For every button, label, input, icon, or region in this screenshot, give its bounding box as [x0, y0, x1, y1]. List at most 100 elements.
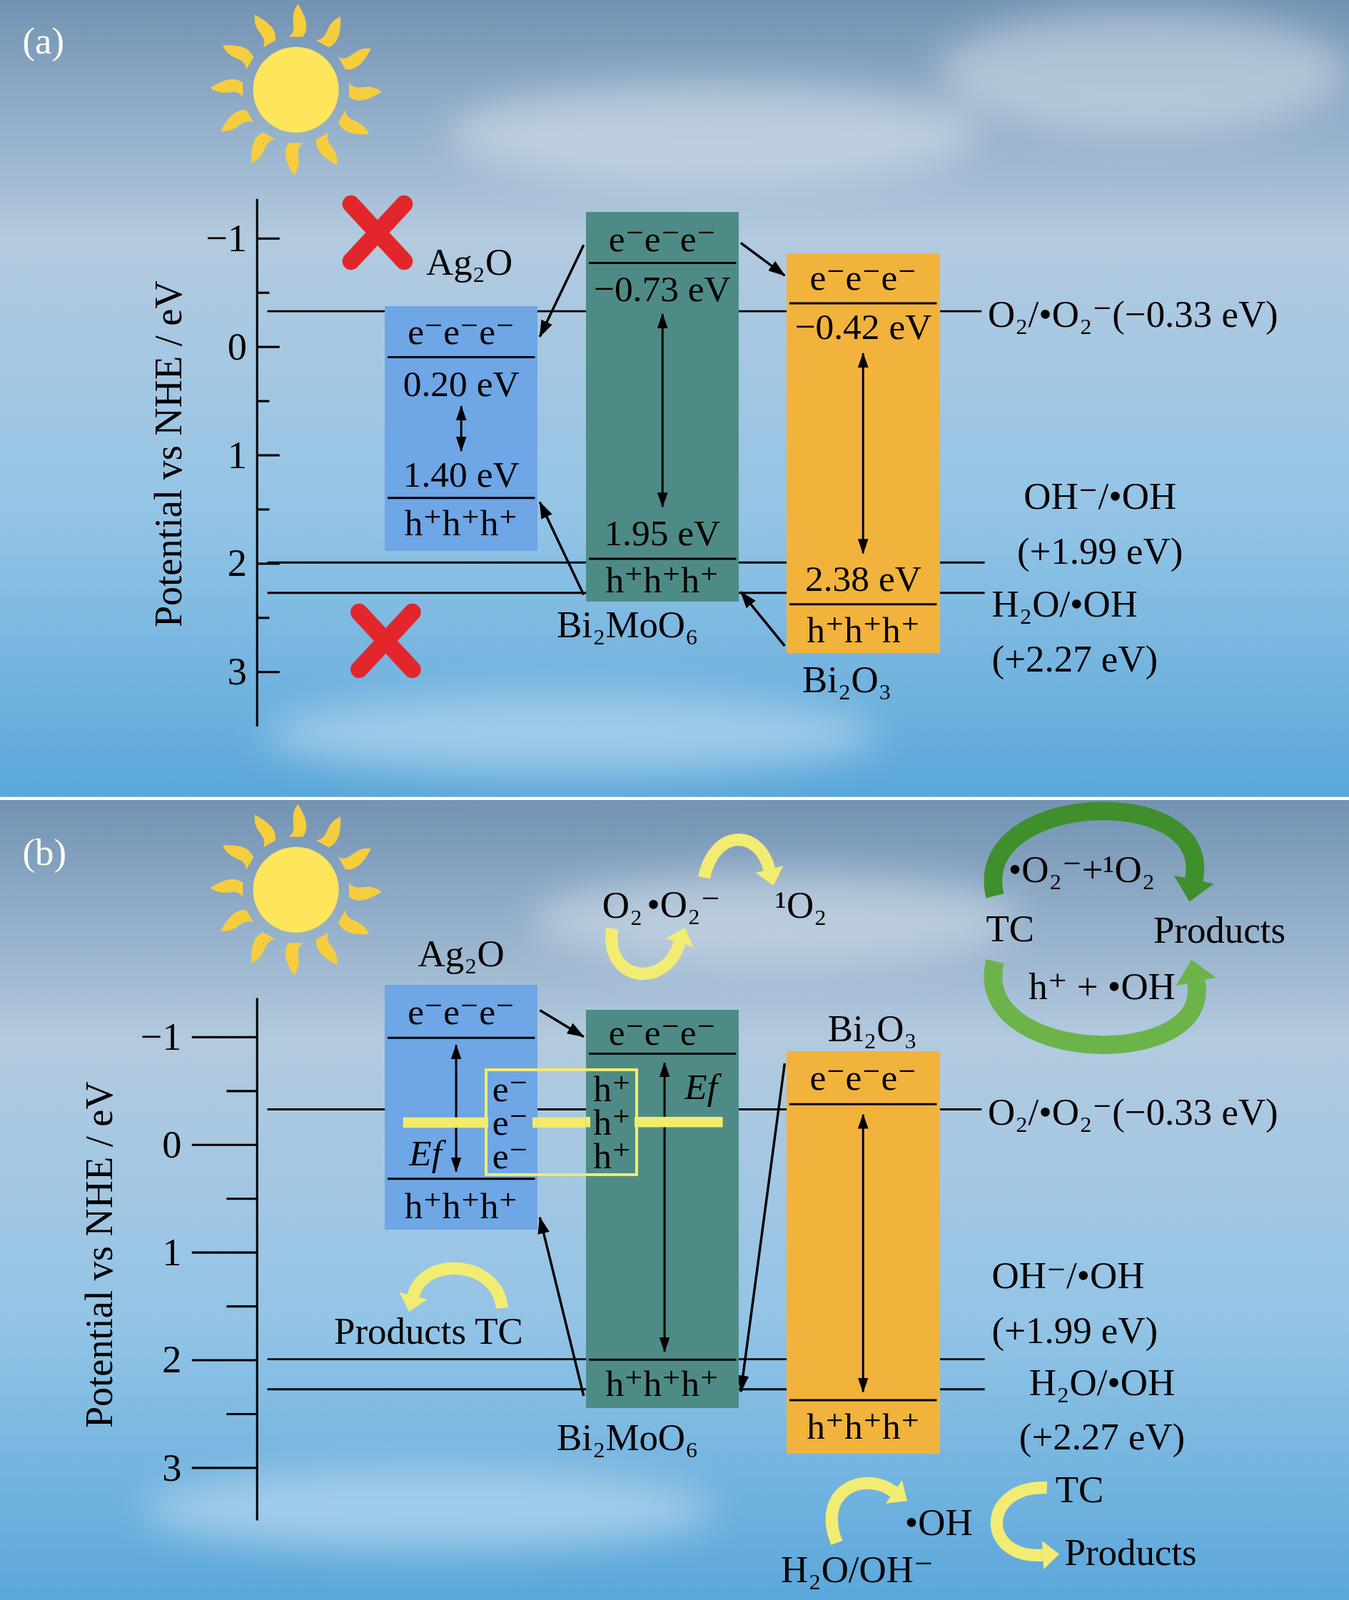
arrow-head	[399, 1292, 428, 1312]
material-name: Ag₂O	[426, 240, 513, 285]
excitation-arrow	[460, 406, 463, 452]
panel-letter: (a)	[22, 19, 65, 63]
arrow-head	[1176, 960, 1217, 987]
forbidden-mark	[359, 612, 412, 670]
band-levels	[786, 1051, 940, 1455]
excitation-arrow	[862, 353, 865, 554]
band-edge-line	[789, 603, 937, 606]
axis-tick	[192, 1251, 257, 1255]
axis-tick	[226, 1089, 257, 1093]
band-edge-line	[789, 1102, 937, 1105]
axis-title: Potential vs NHE / eV	[76, 1082, 121, 1429]
band-edge-line	[588, 1052, 736, 1055]
axis-tick	[256, 399, 270, 402]
band-edge-line	[789, 1398, 937, 1402]
axis-title: Potential vs NHE / eV	[146, 280, 191, 628]
interface-box: e⁻ e⁻ e⁻ h⁺ h⁺ h⁺	[484, 1068, 638, 1177]
species-label: ¹O₂	[775, 883, 827, 928]
panel-letter: (b)	[22, 830, 67, 875]
forbidden-mark	[351, 204, 404, 262]
excitation-arrow	[862, 1114, 865, 1392]
band-edge-line	[387, 496, 535, 499]
redox-potential-label: H₂O/•OH (+2.27 eV)	[992, 1355, 1212, 1465]
band-label: 0.20 eV	[403, 362, 520, 405]
band-label: e⁻e⁻e⁻	[608, 217, 716, 260]
arrow-head	[885, 1480, 908, 1504]
species-label: •O₂⁻	[646, 882, 721, 927]
redox-potential-label: O₂/•O₂⁻(−0.33 eV)	[987, 292, 1279, 337]
curved-arrow	[996, 1488, 1047, 1556]
band-label: −0.42 eV	[795, 305, 933, 348]
reaction-arrow-heads	[399, 865, 1060, 1570]
band-label: e⁻e⁻e⁻	[407, 310, 515, 353]
sun-icon	[210, 4, 382, 176]
arrow-head	[1042, 1541, 1060, 1570]
tick-label: −1	[140, 1014, 183, 1060]
transfer-arrow	[539, 501, 584, 595]
axis-tick	[226, 1413, 257, 1416]
transfer-arrow	[740, 591, 785, 646]
band-label: 1.95 eV	[603, 511, 721, 554]
arrow-head	[755, 865, 784, 886]
species-label: •O₂⁻+¹O₂	[1008, 847, 1155, 892]
transfer-arrow	[740, 242, 785, 276]
fermi-level-bar	[537, 1117, 586, 1128]
band-label: e⁻e⁻e⁻	[407, 990, 515, 1033]
cloud	[448, 81, 980, 184]
axis-tick	[256, 508, 270, 511]
charge-column: e⁻ e⁻ e⁻	[488, 1072, 533, 1174]
tick-label: 2	[227, 541, 247, 586]
band-label: h⁺h⁺h⁺	[404, 1184, 519, 1227]
axis-tick	[226, 1197, 257, 1200]
band-edge-line	[789, 301, 937, 305]
tick-label: 1	[162, 1230, 182, 1275]
cycle-arc	[992, 961, 1197, 1045]
axis-tick	[256, 237, 280, 240]
axis-tick	[192, 1144, 257, 1147]
material-name: Bi₂MoO₆	[556, 1416, 699, 1460]
cloud	[938, 9, 1347, 133]
axis-tick	[256, 616, 270, 619]
charge-column: h⁺ h⁺ h⁺	[590, 1072, 635, 1174]
axis-line	[256, 997, 259, 1521]
material-name: Bi₂O₃	[827, 1007, 918, 1051]
redox-potential-label: O₂/•O₂⁻(−0.33 eV)	[987, 1090, 1279, 1135]
material-name: Bi₂O₃	[802, 658, 892, 702]
panel-background	[0, 800, 1349, 1600]
material-name: Ag₂O	[418, 932, 505, 976]
panel-background	[0, 0, 1349, 798]
band-edge-line	[588, 261, 736, 265]
species-label: •OH	[905, 1501, 973, 1545]
band-label: Ef	[408, 1132, 442, 1175]
tick-label: 1	[227, 433, 247, 478]
cloud-texture	[142, 9, 1347, 1551]
band-label: e⁻e⁻e⁻	[608, 1011, 716, 1054]
axis-tick	[256, 291, 270, 295]
transfer-arrow	[539, 1217, 584, 1397]
axis-b	[192, 997, 257, 1521]
species-label: TC	[986, 907, 1035, 951]
band-label: e⁻e⁻e⁻	[809, 256, 917, 299]
redox-potential-label: H₂O/•OH (+2.27 eV)	[992, 576, 1212, 686]
curved-arrow	[413, 1268, 502, 1309]
band-label: −0.73 eV	[593, 267, 731, 310]
axis-tick	[256, 670, 280, 674]
redox-potential-label: OH⁻/•OH (+1.99 eV)	[989, 468, 1210, 579]
tick-label: 3	[162, 1446, 182, 1491]
axis-tick	[256, 346, 280, 349]
tick-label: 2	[162, 1337, 182, 1382]
band-edge-line	[387, 356, 535, 359]
axis-tick	[256, 453, 280, 457]
arrow-head	[665, 927, 694, 948]
band-label: h⁺h⁺h⁺	[404, 501, 519, 544]
band-label: h⁺h⁺h⁺	[605, 558, 720, 601]
band-label: e⁻e⁻e⁻	[809, 1056, 917, 1099]
band-edge-line	[387, 1036, 535, 1039]
species-label: Products TC	[334, 1309, 524, 1354]
cycle-arc	[992, 810, 1195, 896]
axis-tick	[192, 1466, 257, 1469]
band-label: h⁺h⁺h⁺	[605, 1362, 720, 1405]
band-edge-line	[387, 1177, 535, 1180]
band-edge-line	[588, 1358, 736, 1362]
